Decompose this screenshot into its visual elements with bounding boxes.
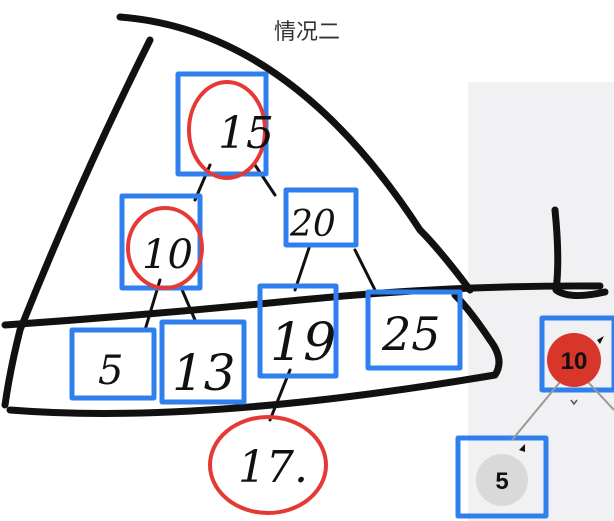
right-panel-background xyxy=(468,82,614,521)
sketch-level2-right-label: 20 xyxy=(289,204,336,245)
sketch-level3-label-4: 25 xyxy=(381,307,441,361)
sketch-child-label: 17. xyxy=(238,442,308,493)
sketch-level3-label-1: 5 xyxy=(98,348,123,394)
node-box-level2-right xyxy=(283,187,359,248)
arrow-marker-top xyxy=(597,336,604,344)
sketch-level3-label-2: 13 xyxy=(172,344,236,402)
panel-node-gray: 5 xyxy=(476,454,528,506)
chevron-down-icon xyxy=(570,399,578,406)
red-circle-level2-left xyxy=(126,206,204,290)
node-box-level3-2 xyxy=(159,319,247,405)
gray-node-label: 5 xyxy=(495,468,508,495)
node-box-panel-top xyxy=(539,315,614,393)
node-box-level3-3 xyxy=(257,283,339,379)
red-circle-root xyxy=(187,80,267,180)
red-node-circle xyxy=(547,333,601,387)
diagram-title: 情况二 xyxy=(273,20,340,45)
triangle-outline xyxy=(1,13,609,417)
node-box-level3-4 xyxy=(365,289,463,371)
red-circle-child xyxy=(208,415,328,515)
arrow-marker-bottom xyxy=(519,444,525,452)
sketch-level2-left-label: 10 xyxy=(142,232,193,278)
node-box-level3-1 xyxy=(69,327,157,401)
red-node-label: 10 xyxy=(561,348,588,375)
panel-edges xyxy=(511,381,614,441)
gray-node-circle xyxy=(476,454,528,506)
sketch-level3-label-3: 19 xyxy=(270,313,336,373)
sketch-root-label: 15 xyxy=(218,108,274,159)
node-box-panel-bottom xyxy=(455,435,549,519)
panel-node-red: 10 xyxy=(547,333,601,387)
